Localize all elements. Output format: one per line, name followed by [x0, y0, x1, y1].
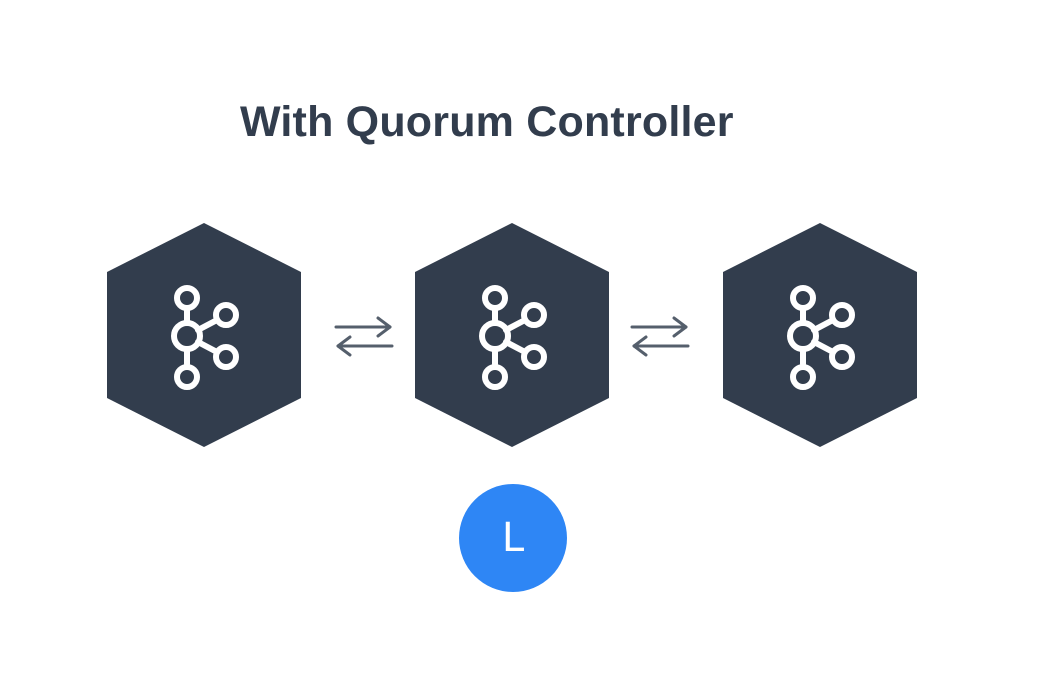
controller-node-3 — [723, 223, 917, 447]
kafka-logo-icon — [723, 223, 917, 447]
bidirectional-arrows-icon — [334, 314, 394, 358]
controller-node-2 — [415, 223, 609, 447]
bidirectional-arrows-icon — [630, 314, 690, 358]
leader-badge: L — [459, 484, 567, 592]
diagram-title: With Quorum Controller — [240, 98, 734, 146]
kafka-logo-icon — [107, 223, 301, 447]
kafka-logo-icon — [415, 223, 609, 447]
controller-node-1 — [107, 223, 301, 447]
